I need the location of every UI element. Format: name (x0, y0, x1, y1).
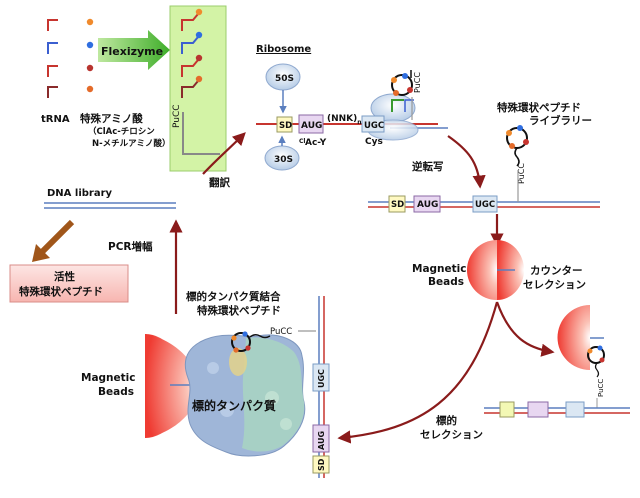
ribosome-title: Ribosome (256, 44, 311, 55)
amino-acid-dot (86, 41, 94, 49)
target-beads-line2: Beads (98, 386, 134, 398)
sd-label: SD (279, 121, 292, 131)
discarded-bead: PuCC (557, 305, 605, 408)
target-vertical-strand: UGC AUG SD (312, 296, 330, 478)
counter-selection-beads (467, 240, 524, 300)
reverse-transcription-arrow (447, 135, 486, 189)
charged-trna-list: PuCC (172, 8, 220, 155)
clac-prefix: Cl (299, 138, 305, 145)
bound-peptide-line2: 特殊環状ペプチド (197, 304, 281, 317)
ribosome-group: Ribosome 50S 30S SD AUG (NNK)n Cl Ac-Y U… (256, 44, 448, 171)
target-protein-label: 標的タンパク質 (192, 398, 276, 413)
discarded-strand (484, 401, 630, 418)
trna-left-2 (47, 41, 94, 54)
counter-label-line1: カウンター (530, 265, 583, 277)
ugc-label: UGC (364, 121, 384, 131)
dna-library-label: DNA library (47, 188, 113, 199)
reverse-transcription-label: 逆転写 (412, 160, 444, 173)
ugc-box (361, 115, 385, 133)
ribosome-pucc-label: PuCC (413, 72, 422, 93)
target-beads-line1: Magnetic (81, 372, 136, 384)
target-selection-line2: セレクション (420, 429, 483, 441)
trna-left-4 (47, 85, 94, 98)
special-amino-acid-label: 特殊アミノ酸 (80, 112, 143, 125)
library-pucc-label: PuCC (517, 163, 526, 184)
target-selection-arrow (337, 301, 499, 444)
bound-peptide-line1: 標的タンパク質結合 (186, 290, 281, 303)
active-line1: 活性 (54, 270, 75, 283)
amino-acid-dot (86, 85, 94, 93)
nascent-peptide-ring (391, 74, 413, 96)
bound-pucc-label: PuCC (270, 327, 292, 337)
trna-left-3 (47, 64, 94, 77)
amino-acid-sub1: （ClAc-チロシン (88, 126, 155, 137)
flexizyme-label: Flexizyme (101, 45, 163, 58)
bound-peptide: PuCC (231, 327, 316, 353)
amino-acid-sub2: N-メチルアミノ酸） (92, 138, 170, 149)
ribosome-30s-label: 30S (274, 155, 293, 165)
acy-label: Ac-Y (305, 138, 327, 148)
library-label-line1: 特殊環状ペプチド (497, 101, 581, 114)
charged-trna-box (169, 5, 227, 172)
ribosome-50s-label: 50S (275, 74, 294, 84)
counter-discard-arrow (495, 301, 555, 357)
discarded-pucc-label: PuCC (597, 379, 605, 397)
sd-box (276, 116, 293, 133)
nnk-label: (NNK)n (327, 114, 362, 126)
target-selection-line1: 標的 (436, 414, 457, 427)
pucc-label: PuCC (172, 104, 182, 128)
translation-arrow (202, 132, 246, 175)
peptide-library: 特殊環状ペプチド ライブラリー PuCC (497, 101, 592, 196)
target-sd-label: SD (317, 458, 326, 471)
trna-group: Flexizyme PuCC tRNA 特殊アミノ酸 （ClAc-チロシン N-… (41, 5, 227, 172)
library-label-line2: ライブラリー (529, 114, 592, 127)
counter-beads-line2: Beads (428, 276, 464, 288)
flexizyme-arrow (98, 30, 170, 70)
rt-aug-label: AUG (417, 200, 438, 210)
counter-label-line2: セレクション (523, 279, 586, 291)
rt-ugc-label: UGC (475, 200, 495, 210)
translation-label: 翻訳 (209, 176, 230, 189)
counter-beads-line1: Magnetic (412, 263, 467, 275)
active-line2: 特殊環状ペプチド (19, 285, 103, 298)
pcr-label: PCR増幅 (108, 240, 153, 253)
aug-label: AUG (301, 121, 322, 131)
rt-sd-label: SD (391, 200, 404, 210)
amino-acid-dot (86, 64, 94, 72)
trna-label: tRNA (41, 114, 70, 125)
active-peptide-box (9, 264, 129, 303)
trna-left-1 (47, 18, 94, 31)
cys-label: Cys (365, 137, 383, 147)
cdna-strand: SD AUG UGC (368, 195, 600, 213)
aug-box (298, 114, 324, 134)
amino-acid-dot (86, 18, 94, 26)
target-protein (184, 334, 306, 457)
target-aug-label: AUG (317, 431, 326, 450)
target-ugc-label: UGC (317, 369, 326, 388)
active-output-arrow (39, 219, 75, 255)
